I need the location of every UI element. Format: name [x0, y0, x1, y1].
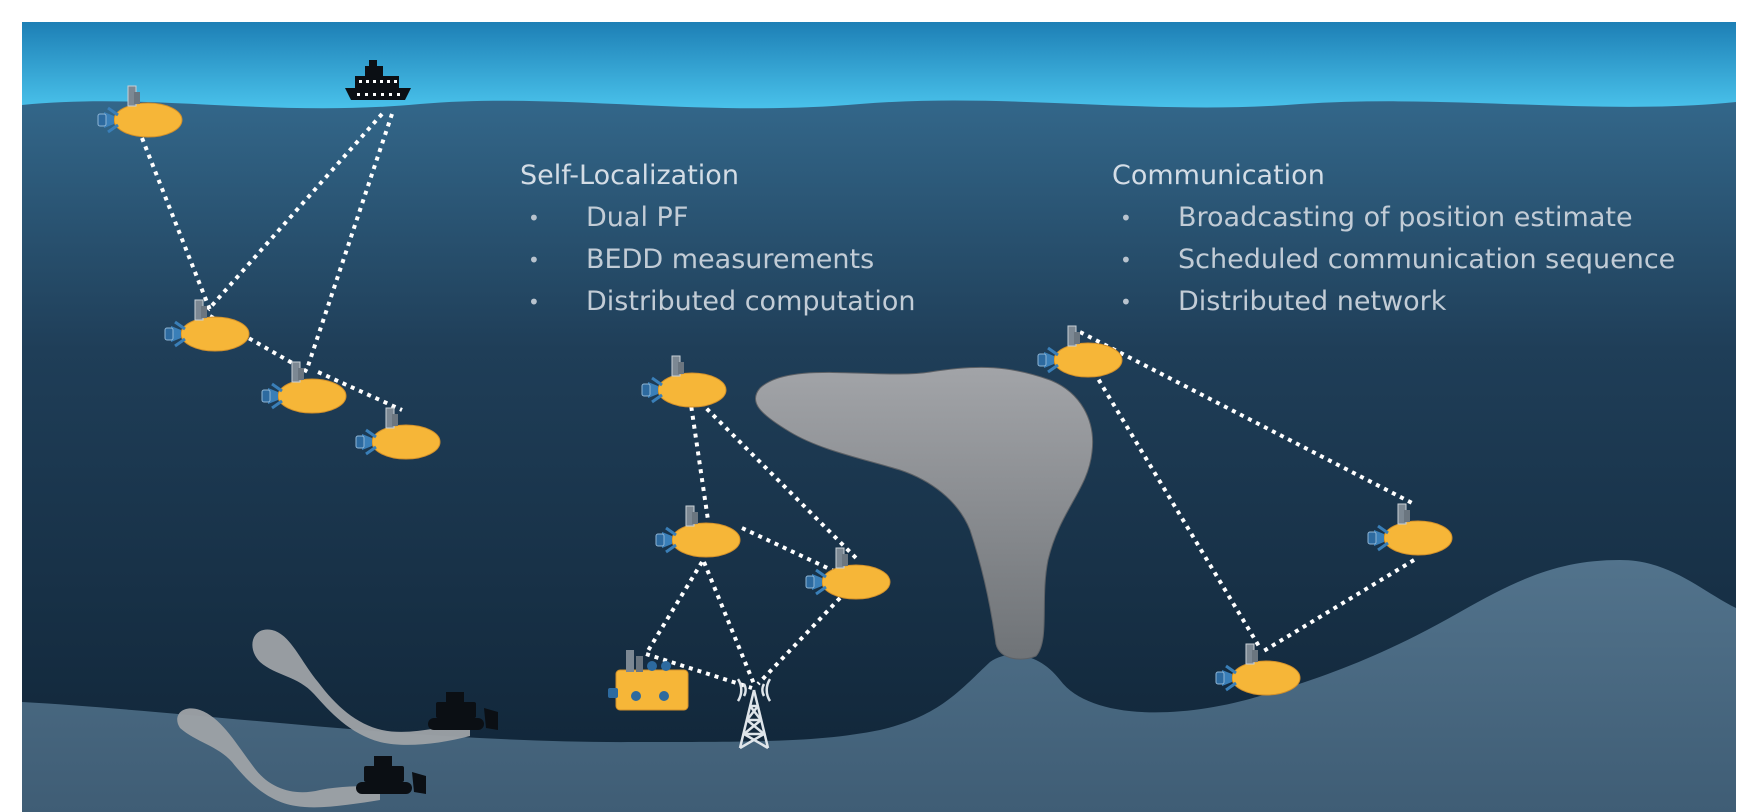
seabed: [22, 560, 1736, 812]
sediment-plume-lower: [177, 708, 380, 808]
bullet: •: [528, 290, 540, 314]
bullet: •: [1120, 248, 1132, 272]
list-item-text: Broadcasting of position estimate: [1178, 202, 1633, 233]
list-item-text: Distributed computation: [586, 286, 916, 317]
list-item: • Distributed computation: [520, 281, 915, 323]
link-auv5-auv6: [688, 397, 710, 521]
link-auv7-tower: [756, 596, 842, 686]
link-auv1-auv2: [140, 137, 212, 311]
communication-list: • Broadcasting of position estimate • Sche…: [1112, 197, 1675, 323]
sediment-plume-upper: [252, 629, 470, 745]
self-localization-list: • Dual PF • BEDD measurements • Distributed…: [520, 197, 915, 323]
rock-formation: [754, 366, 1094, 660]
antenna-tower-icon: [736, 678, 772, 750]
list-item-text: Scheduled communication sequence: [1178, 244, 1676, 275]
sky: [22, 22, 1736, 114]
list-item-text: Distributed network: [1178, 286, 1447, 317]
list-item: • Distributed network: [1112, 281, 1675, 323]
link-auv6-tower: [702, 561, 756, 685]
link-auv3-auv4: [317, 370, 403, 412]
self-localization-title: Self-Localization: [520, 160, 739, 191]
bulldozer-icon: [428, 692, 498, 730]
bulldozer-icon: [356, 756, 426, 794]
list-item: • Dual PF: [520, 197, 915, 239]
link-auv5-auv7: [692, 394, 858, 560]
lander-icon: [608, 650, 689, 711]
bullet: •: [528, 206, 540, 230]
list-item-text: BEDD measurements: [586, 244, 875, 275]
ship-icon: [345, 60, 411, 100]
list-item-text: Dual PF: [586, 202, 689, 233]
self-localization-panel: Self-Localization • Dual PF • BEDD measure…: [520, 160, 915, 323]
bullet: •: [1120, 206, 1132, 230]
link-lander-tower: [645, 652, 753, 690]
list-item: • BEDD measurements: [520, 239, 915, 281]
list-item: • Scheduled communication sequence: [1112, 239, 1675, 281]
link-ship-auv2: [206, 112, 384, 312]
list-item: • Broadcasting of position estimate: [1112, 197, 1675, 239]
link-auv9-auv10: [1260, 558, 1416, 654]
communication-panel: Communication • Broadcasting of position …: [1112, 160, 1675, 323]
communication-title: Communication: [1112, 160, 1325, 191]
bullet: •: [528, 248, 540, 272]
bullet: •: [1120, 290, 1132, 314]
